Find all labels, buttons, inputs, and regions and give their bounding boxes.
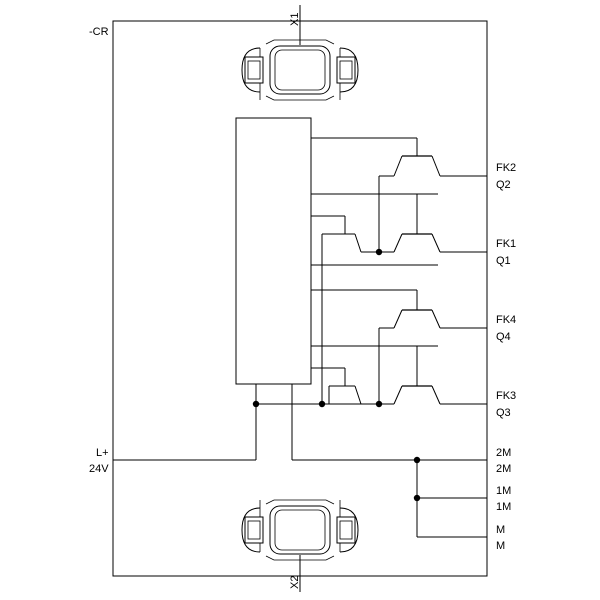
ground-2m-top-label: 2M [496, 447, 511, 459]
supply-wiring [113, 384, 379, 461]
supply-junction-dot [252, 400, 260, 408]
ground-2m-bottom-label: 2M [496, 463, 511, 475]
connector-x2-label: X2 [289, 576, 301, 589]
module-frame [112, 20, 488, 577]
output-q4-label: Q4 [496, 331, 511, 343]
ground-m-top-label: M [496, 524, 505, 536]
ground-wiring [291, 384, 487, 538]
terminal-labels: FK2 Q2 FK1 Q1 FK4 Q4 FK3 Q3 2M 2M 1M 1M … [89, 162, 516, 552]
output-fk4-label: FK4 [496, 314, 516, 326]
module-designation: -CR [89, 26, 109, 38]
output-fk2-label: FK2 [496, 162, 516, 174]
connector-x1-plug-icon [241, 39, 359, 101]
ground-junction-dot-2m [413, 456, 421, 464]
output-q1-label: Q1 [496, 255, 511, 267]
output-q3-label: Q3 [496, 407, 511, 419]
transistor-channel-q1 [311, 176, 487, 404]
output-q2-label: Q2 [496, 179, 511, 191]
output-fk3-label: FK3 [496, 390, 516, 402]
supply-24v-label: 24V [89, 463, 109, 475]
transistor-channel-q4 [311, 289, 487, 347]
transistor-channel-q3 [311, 328, 487, 408]
channel-q3-gate-junction-dot [318, 400, 326, 408]
transistor-channel-q2 [311, 137, 487, 195]
logic-block [235, 117, 312, 385]
connector-x1-label: X1 [289, 13, 301, 26]
ground-junction-dot-1m [413, 494, 421, 502]
connector-x2-plug-icon [241, 499, 359, 561]
connector-x1: X1 [241, 5, 359, 101]
ground-1m-bottom-label: 1M [496, 501, 511, 513]
supply-lplus-label: L+ [96, 447, 109, 459]
output-fk1-label: FK1 [496, 238, 516, 250]
ground-1m-top-label: 1M [496, 485, 511, 497]
connector-x2: X2 [241, 499, 359, 592]
ground-m-bottom-label: M [496, 540, 505, 552]
